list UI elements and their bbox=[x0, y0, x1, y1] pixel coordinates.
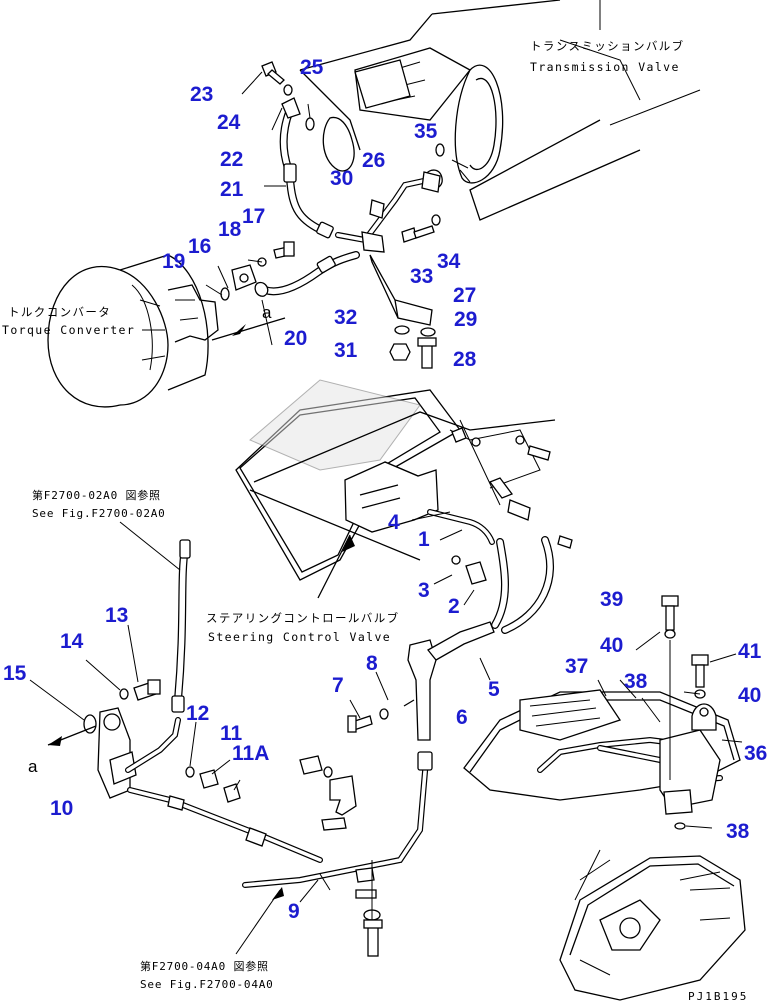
lower-left-pipes bbox=[29, 521, 323, 863]
callout-28: 28 bbox=[453, 348, 477, 371]
callout-2: 2 bbox=[448, 595, 460, 618]
upper-hose-assembly bbox=[205, 61, 445, 369]
steering-valve-label-en: Steering Control Valve bbox=[208, 630, 391, 644]
callout-38-upper: 38 bbox=[624, 670, 648, 693]
torque-converter bbox=[47, 254, 219, 408]
reference-2-jp: 第F2700-04A0 図参照 bbox=[140, 959, 269, 973]
callout-3: 3 bbox=[418, 579, 430, 602]
callout-numbers: 23 25 24 35 22 26 30 21 17 18 16 19 34 3… bbox=[3, 56, 767, 923]
reference-1-jp: 第F2700-02A0 図参照 bbox=[32, 488, 161, 502]
callout-17: 17 bbox=[242, 205, 265, 228]
callout-30: 30 bbox=[330, 167, 353, 190]
callout-36: 36 bbox=[744, 742, 767, 765]
callout-41: 41 bbox=[738, 640, 762, 663]
reference-1-en: See Fig.F2700-02A0 bbox=[32, 507, 166, 520]
callout-12: 12 bbox=[186, 702, 209, 725]
callout-11a: 11A bbox=[232, 742, 269, 765]
view-arrow-label-lower: a bbox=[28, 757, 38, 776]
transmission-valve-label-jp: トランスミッションバルブ bbox=[530, 39, 685, 53]
steering-valve-label-jp: ステアリングコントロールバルブ bbox=[206, 611, 400, 625]
callout-14: 14 bbox=[60, 630, 84, 653]
drawing-code: PJ1B195 bbox=[688, 990, 748, 1003]
lower-right-assembly bbox=[463, 595, 746, 1001]
torque-converter-label-jp: トルクコンバータ bbox=[8, 305, 111, 319]
transmission-valve-label-en: Transmission Valve bbox=[530, 60, 680, 74]
callout-7: 7 bbox=[332, 674, 344, 697]
callout-26: 26 bbox=[362, 149, 385, 172]
lower-center-pipe bbox=[235, 751, 433, 957]
callout-22: 22 bbox=[220, 148, 243, 171]
callout-11: 11 bbox=[220, 722, 243, 745]
text-labels: トランスミッションバルブ Transmission Valve トルクコンバータ… bbox=[2, 39, 748, 1003]
transmission-housing bbox=[299, 0, 701, 221]
callout-20: 20 bbox=[284, 327, 307, 350]
callout-16: 16 bbox=[188, 235, 211, 258]
callout-27: 27 bbox=[453, 284, 476, 307]
callout-9: 9 bbox=[288, 900, 300, 923]
callout-24: 24 bbox=[217, 111, 241, 134]
reference-2-en: See Fig.F2700-04A0 bbox=[140, 978, 274, 991]
callout-18: 18 bbox=[218, 218, 242, 241]
callout-37: 37 bbox=[565, 655, 588, 678]
callout-29: 29 bbox=[454, 308, 477, 331]
callout-23: 23 bbox=[190, 83, 213, 106]
callout-1: 1 bbox=[418, 528, 430, 551]
callout-4: 4 bbox=[388, 511, 400, 534]
callout-5: 5 bbox=[488, 678, 500, 701]
callout-34: 34 bbox=[437, 250, 461, 273]
callout-40-lower: 40 bbox=[738, 684, 761, 707]
callout-32: 32 bbox=[334, 306, 357, 329]
torque-converter-label-en: Torque Converter bbox=[2, 323, 135, 337]
callout-6: 6 bbox=[456, 706, 468, 729]
steering-valve-area bbox=[235, 379, 573, 741]
callout-15: 15 bbox=[3, 662, 27, 685]
callout-33: 33 bbox=[410, 265, 433, 288]
callout-25: 25 bbox=[300, 56, 324, 79]
view-arrow-label-upper: a bbox=[262, 303, 272, 322]
callout-19: 19 bbox=[162, 250, 185, 273]
callout-39: 39 bbox=[600, 588, 623, 611]
callout-38-lower: 38 bbox=[726, 820, 750, 843]
callout-10: 10 bbox=[50, 797, 73, 820]
callout-35: 35 bbox=[414, 120, 438, 143]
callout-21: 21 bbox=[220, 178, 244, 201]
callout-8: 8 bbox=[366, 652, 378, 675]
callout-31: 31 bbox=[334, 339, 358, 362]
callout-13: 13 bbox=[105, 604, 128, 627]
callout-40-upper: 40 bbox=[600, 634, 623, 657]
